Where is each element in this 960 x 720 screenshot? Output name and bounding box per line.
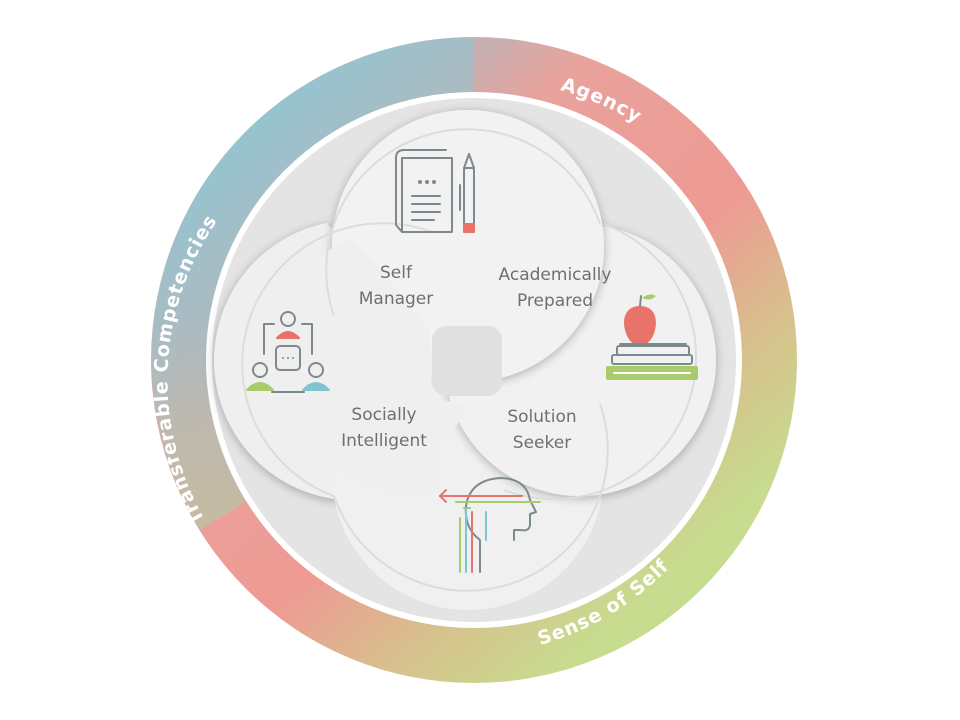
svg-text:Intelligent: Intelligent <box>341 431 427 451</box>
pinwheel <box>214 110 716 610</box>
svg-text:Academically: Academically <box>499 265 612 285</box>
label-solution-seeker: Solution Seeker <box>507 407 576 453</box>
svg-text:Prepared: Prepared <box>517 291 593 311</box>
label-self-manager: Self Manager <box>359 263 434 309</box>
svg-text:Self: Self <box>380 263 413 283</box>
head-with-arrows-icon <box>439 477 541 573</box>
label-socially-intelligent: Socially Intelligent <box>341 405 427 451</box>
svg-text:Solution: Solution <box>507 407 576 427</box>
apple-on-books-icon <box>606 294 698 380</box>
center-square <box>432 326 502 396</box>
svg-text:Socially: Socially <box>351 405 416 425</box>
lobe-socially-intelligent-front <box>273 238 470 495</box>
svg-text:Seeker: Seeker <box>513 433 571 453</box>
lobe-edges <box>241 128 698 592</box>
svg-text:Manager: Manager <box>359 289 434 309</box>
document-and-pen-icon <box>395 149 475 233</box>
label-academically-prepared: Academically Prepared <box>499 265 612 311</box>
people-network-icon <box>246 311 330 393</box>
